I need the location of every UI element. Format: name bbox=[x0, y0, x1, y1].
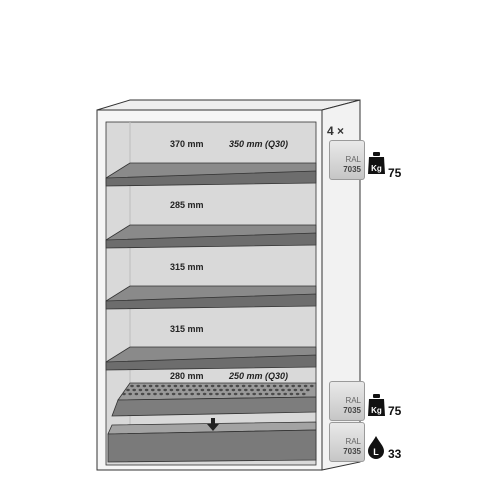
volume-drop-icon: L bbox=[368, 436, 384, 459]
weight-icon: Kg bbox=[368, 394, 385, 416]
ral-code: 7035 bbox=[343, 447, 361, 456]
weight-icon: Kg bbox=[368, 152, 385, 174]
compartment-height-5: 280 mm bbox=[170, 371, 204, 381]
compartment-alt-height-1: 350 mm (Q30) bbox=[229, 139, 289, 149]
weight-unit: Kg bbox=[371, 164, 382, 173]
insert-load-value: 75 bbox=[388, 404, 402, 418]
compartment-alt-height-5: 250 mm (Q30) bbox=[229, 371, 289, 381]
ral-label: RAL bbox=[345, 396, 361, 405]
ral-swatch-sump: RAL 7035 bbox=[329, 422, 365, 462]
ral-swatch-shelf: RAL 7035 bbox=[329, 140, 365, 180]
shelf-load-value: 75 bbox=[388, 166, 402, 180]
shelf-count: 4 × bbox=[327, 124, 345, 138]
sump-volume-value: 33 bbox=[388, 447, 402, 461]
compartment-height-2: 285 mm bbox=[170, 200, 204, 210]
perforated-insert bbox=[111, 382, 317, 417]
down-arrow-icon bbox=[207, 418, 219, 431]
shelf bbox=[105, 162, 317, 187]
ral-swatch-insert: RAL 7035 bbox=[329, 381, 365, 421]
ral-label: RAL bbox=[345, 437, 361, 446]
compartment-height-4: 315 mm bbox=[170, 324, 204, 334]
shelf bbox=[105, 346, 317, 371]
ral-code: 7035 bbox=[343, 165, 361, 174]
shelf bbox=[105, 224, 317, 249]
ral-code: 7035 bbox=[343, 406, 361, 415]
volume-unit: L bbox=[373, 447, 379, 457]
cabinet-top bbox=[96, 99, 361, 111]
ral-label: RAL bbox=[345, 155, 361, 164]
shelf bbox=[105, 285, 317, 310]
compartment-height-3: 315 mm bbox=[170, 262, 204, 272]
weight-unit: Kg bbox=[371, 406, 382, 415]
compartment-height-1: 370 mm bbox=[170, 139, 204, 149]
